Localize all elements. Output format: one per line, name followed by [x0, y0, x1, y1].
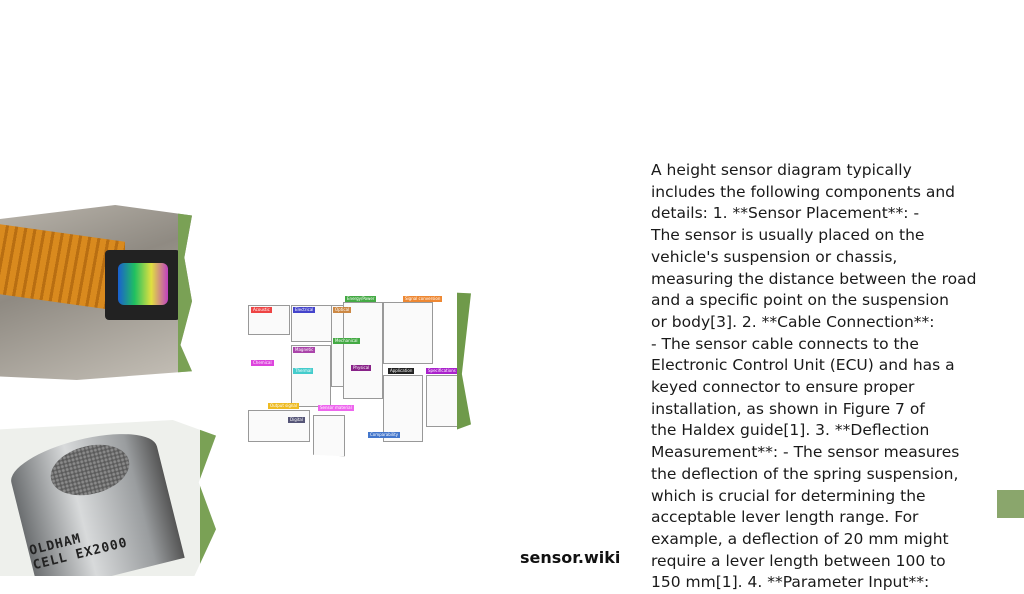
sensor-classification-diagram: Acoustic Electrical Optical Energy/Power… [243, 290, 471, 458]
body-text-line: or body[3]. 2. **Cable Connection**: [651, 312, 935, 331]
body-text-line: The sensor is usually placed on the [651, 226, 925, 245]
body-text-line: measuring the distance between the road [651, 269, 977, 288]
body-text-line: the Haldex guide[1]. 3. **Deflection [651, 421, 930, 440]
diagram-tag: Acoustic [251, 307, 272, 313]
diagram-tag: Magnetic [293, 347, 316, 353]
torn-edge [178, 205, 192, 380]
diagram-tag: Electrical [293, 307, 316, 313]
body-text-line: Electronic Control Unit (ECU) and has a [651, 356, 955, 375]
body-text-line: vehicle's suspension or chassis, [651, 247, 898, 266]
torn-edge [200, 420, 216, 576]
body-text-line: the deflection of the spring suspension, [651, 464, 959, 483]
body-text-line: example, a deflection of 20 mm might [651, 529, 949, 548]
diagram-tag: Application [388, 368, 415, 374]
body-text-line: require a lever length between 100 to [651, 551, 946, 570]
diagram-tag: Mechanical [333, 338, 360, 344]
body-text-line: Measurement**: - The sensor measures [651, 443, 960, 462]
diagram-tag: Comparability [368, 432, 401, 438]
diagram-tag: Energy/Power [345, 296, 377, 302]
diagram-tag: Optical [333, 307, 352, 313]
diagram-tag: Output signal [268, 403, 299, 409]
body-text: A height sensor diagram typically include… [651, 160, 991, 594]
diagram-tag: Signal conversion [403, 296, 443, 302]
camera-sensor-photo [0, 205, 192, 380]
diagram-tag: Digital [288, 417, 305, 423]
body-text-line: details: 1. **Sensor Placement**: - [651, 204, 920, 223]
body-text-line: and a specific point on the suspension [651, 291, 949, 310]
diagram-tag: Chemical [251, 360, 274, 366]
diagram-tag: Physical [351, 365, 372, 371]
accent-square [997, 490, 1024, 518]
body-text-line: installation, as shown in Figure 7 of [651, 399, 925, 418]
diagram-tag: Thermal [293, 368, 314, 374]
body-text-line: A height sensor diagram typically [651, 161, 912, 179]
body-text-line: includes the following components and [651, 182, 955, 201]
diagram-tag: Sensor material [318, 405, 354, 411]
diagram-tag: Specifications [426, 368, 458, 374]
body-text-line: - The sensor cable connects to the [651, 334, 919, 353]
torn-edge [457, 290, 471, 458]
sensor-die [118, 263, 168, 305]
watermark: sensor.wiki [520, 548, 621, 567]
body-text-line: keyed connector to ensure proper [651, 378, 915, 397]
body-text-line: acceptable lever length range. For [651, 508, 919, 527]
body-text-line: which is crucial for determining the [651, 486, 926, 505]
